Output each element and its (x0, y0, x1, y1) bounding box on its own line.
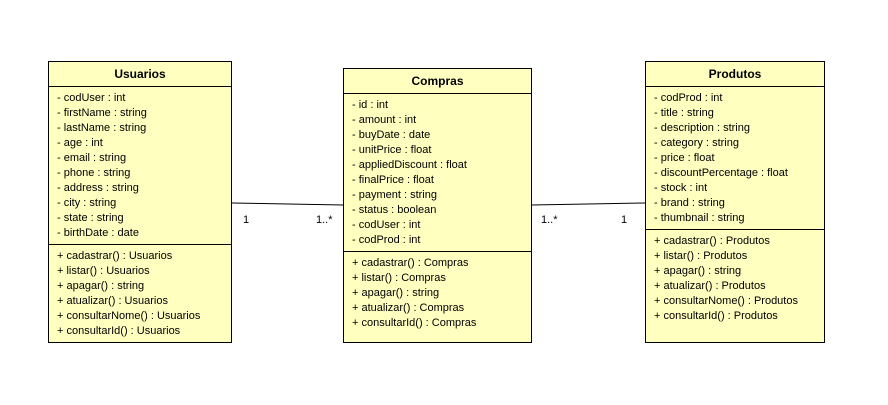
attribute: - description : string (654, 122, 750, 134)
attributes-section: - codUser : int - firstName : string - l… (49, 87, 231, 244)
attribute: - codProd : int (352, 234, 421, 246)
attribute: - codUser : int (352, 219, 421, 231)
method: + consultarId() : Usuarios (57, 325, 181, 337)
multiplicity-produtos-end: 1 (621, 214, 628, 226)
attributes-section: - codProd : int - title : string - descr… (646, 87, 824, 229)
method: + cadastrar() : Produtos (654, 235, 770, 247)
multiplicity-compras-end: 1..* (541, 214, 558, 226)
method: + cadastrar() : Compras (352, 257, 469, 269)
method: + consultarNome() : Produtos (654, 295, 798, 307)
attribute: - stock : int (654, 182, 708, 194)
attribute: - status : boolean (352, 204, 437, 216)
multiplicity-usuarios-end: 1 (243, 214, 250, 226)
association-usuarios-compras (231, 202, 344, 206)
method: + consultarId() : Produtos (654, 310, 778, 322)
attribute: - firstName : string (57, 107, 147, 119)
attribute: - state : string (57, 212, 124, 224)
attribute: - thumbnail : string (654, 212, 745, 224)
attribute: - email : string (57, 152, 127, 164)
method: + apagar() : string (352, 287, 440, 299)
class-title: Produtos (646, 62, 824, 87)
class-title: Compras (344, 69, 531, 94)
method: + atualizar() : Usuarios (57, 295, 168, 307)
method: + consultarNome() : Usuarios (57, 310, 201, 322)
attribute: - codUser : int (57, 92, 126, 104)
attribute: - city : string (57, 197, 117, 209)
class-compras[interactable]: Compras - id : int - amount : int - buyD… (343, 68, 532, 343)
attribute: - age : int (57, 137, 103, 149)
attributes-section: - id : int - amount : int - buyDate : da… (344, 94, 531, 251)
method: + listar() : Compras (352, 272, 446, 284)
class-produtos[interactable]: Produtos - codProd : int - title : strin… (645, 61, 825, 343)
method: + apagar() : string (57, 280, 145, 292)
attribute: - unitPrice : float (352, 144, 432, 156)
method: + atualizar() : Compras (352, 302, 465, 314)
method: + atualizar() : Produtos (654, 280, 766, 292)
attribute: - price : float (654, 152, 715, 164)
method: + listar() : Usuarios (57, 265, 150, 277)
attribute: - birthDate : date (57, 227, 139, 239)
method: + cadastrar() : Usuarios (57, 250, 173, 262)
method: + consultarId() : Compras (352, 317, 477, 329)
attribute: - address : string (57, 182, 139, 194)
class-title: Usuarios (49, 62, 231, 87)
method: + listar() : Produtos (654, 250, 748, 262)
attribute: - category : string (654, 137, 739, 149)
methods-section: + cadastrar() : Produtos + listar() : Pr… (646, 229, 824, 327)
methods-section: + cadastrar() : Usuarios + listar() : Us… (49, 244, 231, 342)
attribute: - amount : int (352, 114, 417, 126)
attribute: - discountPercentage : float (654, 167, 788, 179)
method: + apagar() : string (654, 265, 742, 277)
attribute: - finalPrice : float (352, 174, 434, 186)
methods-section: + cadastrar() : Compras + listar() : Com… (344, 251, 531, 334)
attribute: - payment : string (352, 189, 437, 201)
attribute: - brand : string (654, 197, 725, 209)
attribute: - codProd : int (654, 92, 723, 104)
attribute: - title : string (654, 107, 714, 119)
attribute: - lastName : string (57, 122, 147, 134)
association-compras-produtos (531, 202, 646, 206)
multiplicity-compras-end: 1..* (316, 214, 333, 226)
attribute: - id : int (352, 99, 389, 111)
class-usuarios[interactable]: Usuarios - codUser : int - firstName : s… (48, 61, 232, 343)
attribute: - phone : string (57, 167, 131, 179)
attribute: - appliedDiscount : float (352, 159, 467, 171)
attribute: - buyDate : date (352, 129, 431, 141)
